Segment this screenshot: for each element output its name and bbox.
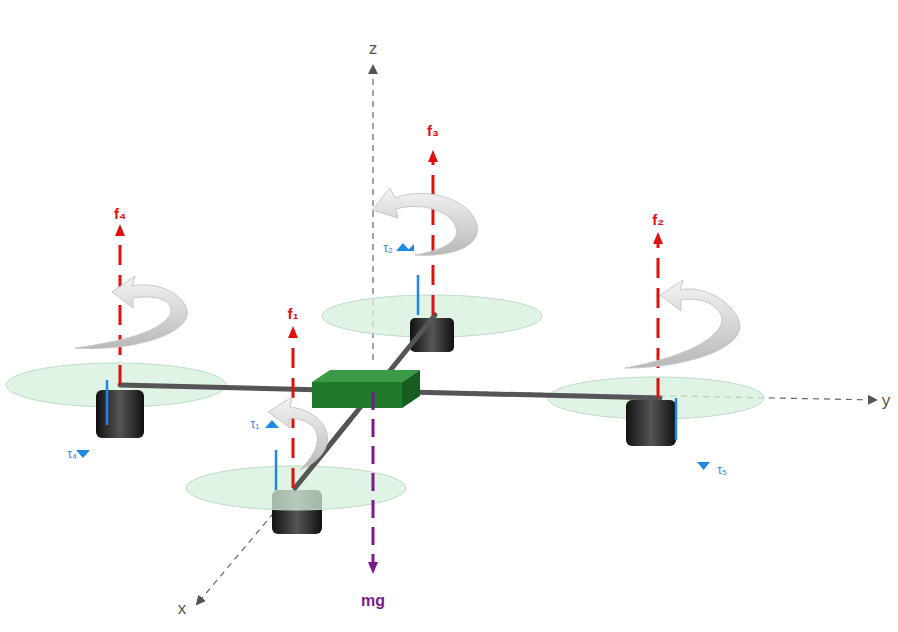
force-label: mg (361, 593, 385, 609)
thrust-vectors (120, 156, 658, 488)
center-body (312, 370, 420, 408)
torque-mark (265, 420, 279, 428)
thrust-arrow (657, 238, 660, 398)
motors (96, 318, 676, 534)
torque-line (417, 275, 420, 315)
axis-label: y (882, 392, 891, 409)
thrust-arrow (432, 156, 435, 315)
torque-line (106, 380, 109, 425)
axis-label: x (178, 600, 187, 617)
torque-mark (697, 462, 710, 470)
torque-line (275, 450, 278, 490)
force-label: f₃ (427, 123, 439, 138)
thrust-arrow (119, 230, 122, 385)
motor (96, 390, 144, 438)
torque-label: τ₄ (67, 448, 77, 460)
torque-label: τ₅ (717, 464, 727, 476)
axis-lines (197, 66, 876, 604)
force-label: f₄ (114, 206, 126, 221)
force-label: f₂ (652, 212, 664, 227)
motor (626, 400, 676, 446)
torque-lines (107, 275, 676, 490)
rotation-arrows (75, 188, 740, 470)
arm (295, 315, 435, 488)
force-label: f₁ (287, 306, 298, 321)
rotation-arrow (372, 188, 478, 255)
body-side (402, 370, 420, 408)
frame-arms (120, 315, 660, 488)
axis-label: z (369, 40, 378, 57)
torque-mark (396, 243, 410, 251)
torque-line (675, 398, 678, 440)
rotation-arrow (625, 280, 740, 368)
gravity-arrow (372, 392, 375, 568)
torque-label: τ₂ (383, 242, 392, 254)
rotation-arrow (268, 397, 328, 470)
torque-mark (76, 450, 90, 458)
torque-label: τ₁ (251, 418, 260, 430)
body-top (312, 370, 420, 382)
body-front (312, 382, 402, 408)
rotation-arrow (75, 276, 187, 348)
torque-marks (76, 243, 710, 470)
